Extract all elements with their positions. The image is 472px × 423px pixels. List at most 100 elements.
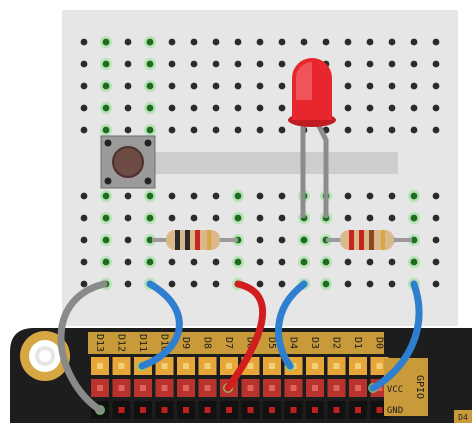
breadboard-hole <box>366 104 374 112</box>
breadboard-hole <box>80 104 88 112</box>
gnd-pin-contact <box>312 407 318 413</box>
breadboard-hole <box>410 258 418 266</box>
gnd-pin-contact <box>183 407 189 413</box>
breadboard-hole <box>366 60 374 68</box>
breadboard-hole <box>146 126 154 134</box>
resistor-left <box>152 230 238 250</box>
breadboard-hole <box>146 104 154 112</box>
wire-red[interactable] <box>224 280 267 392</box>
breadboard-hole <box>212 38 220 46</box>
breadboard-hole <box>410 126 418 134</box>
breadboard-hole <box>212 104 220 112</box>
corner-label: D4 <box>458 413 468 422</box>
breadboard-hole <box>80 280 88 288</box>
push-button[interactable] <box>100 135 156 189</box>
signal-pin-contact <box>226 363 232 369</box>
breadboard-hole <box>344 82 352 90</box>
breadboard-hole <box>234 258 242 266</box>
breadboard-hole <box>234 192 242 200</box>
breadboard-hole <box>256 104 264 112</box>
pin-label: D1 <box>352 337 363 349</box>
breadboard-hole <box>190 192 198 200</box>
breadboard-hole <box>102 38 110 46</box>
breadboard-hole <box>256 280 264 288</box>
gnd-pin-contact <box>290 407 297 413</box>
breadboard-hole <box>432 60 440 68</box>
breadboard-hole <box>124 38 132 46</box>
breadboard-hole <box>80 60 88 68</box>
pin-label: D6 <box>245 337 256 349</box>
pin-label: D5 <box>266 337 277 349</box>
breadboard-hole <box>366 192 374 200</box>
wire-gray[interactable] <box>57 280 108 414</box>
breadboard-hole <box>190 214 198 222</box>
vcc-pin-contact <box>312 385 318 391</box>
pin-label: D11 <box>137 334 148 352</box>
breadboard-hole <box>388 60 396 68</box>
breadboard-hole <box>344 104 352 112</box>
breadboard-hole <box>388 258 396 266</box>
breadboard-hole <box>278 82 286 90</box>
corner-label-box <box>454 410 472 423</box>
breadboard-hole <box>432 192 440 200</box>
breadboard-hole <box>190 258 198 266</box>
breadboard-hole <box>102 258 110 266</box>
breadboard-hole <box>146 192 154 200</box>
breadboard-hole <box>256 258 264 266</box>
pin-label: D9 <box>180 337 191 349</box>
breadboard-hole <box>212 214 220 222</box>
breadboard-hole <box>432 104 440 112</box>
breadboard-hole <box>344 126 352 134</box>
breadboard-hole <box>410 60 418 68</box>
breadboard-hole <box>168 280 176 288</box>
signal-pin-contact <box>183 363 189 369</box>
breadboard-hole <box>388 104 396 112</box>
wire-blue-1[interactable] <box>138 280 183 370</box>
signal-pin-contact <box>333 363 340 369</box>
breadboard-hole <box>278 104 286 112</box>
breadboard-hole <box>234 82 242 90</box>
breadboard-hole <box>124 280 132 288</box>
breadboard-hole <box>388 280 396 288</box>
wire-blue-3[interactable] <box>369 280 423 392</box>
breadboard-hole <box>300 236 308 244</box>
breadboard-hole <box>212 192 220 200</box>
breadboard-hole <box>168 214 176 222</box>
breadboard-hole <box>278 38 286 46</box>
vcc-pin-contact <box>290 385 297 391</box>
breadboard-hole <box>366 82 374 90</box>
breadboard-hole <box>278 236 286 244</box>
breadboard-hole <box>366 214 374 222</box>
breadboard-hole <box>410 82 418 90</box>
breadboard-hole <box>234 104 242 112</box>
signal-pin-contact <box>118 363 125 369</box>
wire-blue-2[interactable] <box>274 280 308 370</box>
breadboard-hole <box>322 280 330 288</box>
breadboard-hole <box>190 104 198 112</box>
breadboard-hole <box>410 236 418 244</box>
breadboard-hole <box>388 38 396 46</box>
gnd-pin-contact <box>333 407 340 413</box>
breadboard-hole <box>344 192 352 200</box>
breadboard-hole <box>102 214 110 222</box>
breadboard-hole <box>432 236 440 244</box>
breadboard-hole <box>212 280 220 288</box>
mounting-hole <box>20 331 70 381</box>
breadboard-hole <box>124 104 132 112</box>
breadboard-hole <box>102 60 110 68</box>
breadboard-hole <box>146 214 154 222</box>
breadboard-hole <box>102 126 110 134</box>
gnd-pin-contact <box>140 407 146 413</box>
breadboard-hole <box>278 280 286 288</box>
breadboard-hole <box>80 192 88 200</box>
vcc-pin-contact <box>247 385 254 391</box>
breadboard-hole <box>80 38 88 46</box>
led <box>288 58 336 218</box>
breadboard-hole <box>168 192 176 200</box>
breadboard-hole <box>366 126 374 134</box>
breadboard-hole <box>256 38 264 46</box>
pin-label: D4 <box>288 337 299 349</box>
breadboard-hole <box>190 60 198 68</box>
breadboard-hole <box>102 192 110 200</box>
